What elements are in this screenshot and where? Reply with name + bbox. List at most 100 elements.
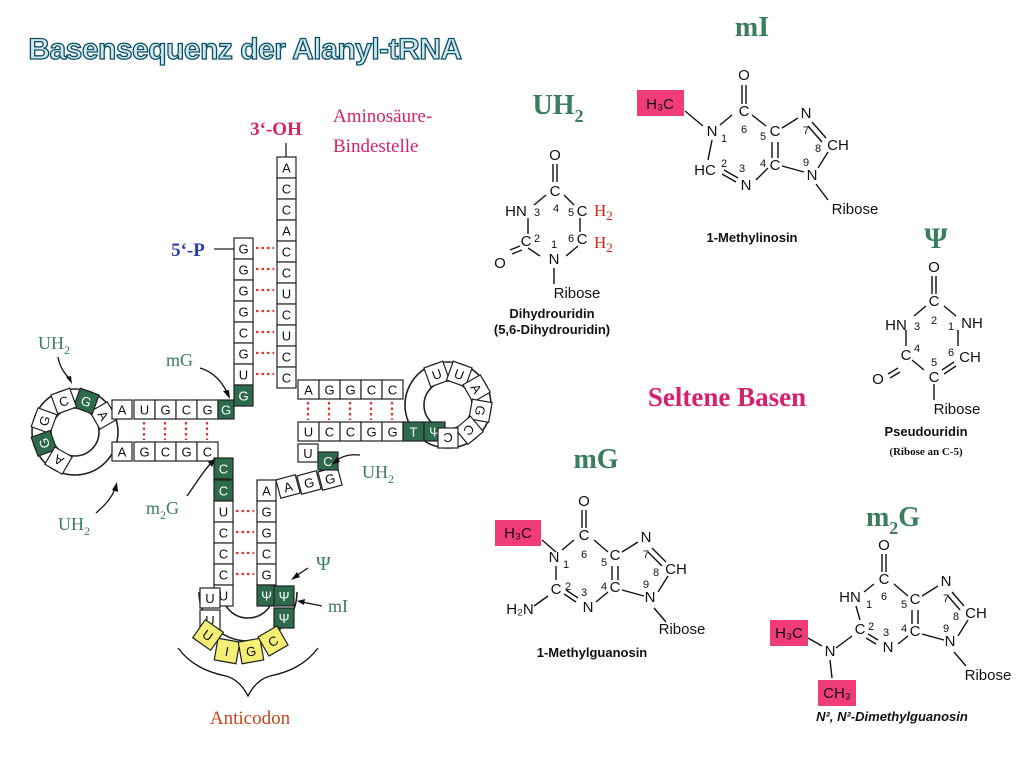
svg-text:1: 1	[866, 599, 872, 611]
nucleotide-cell: A	[111, 399, 133, 420]
methyl-box-mi	[637, 90, 684, 116]
svg-text:U: U	[282, 329, 291, 344]
nucleotide-cell: C	[360, 379, 383, 400]
svg-text:N: N	[801, 105, 812, 122]
svg-text:O: O	[878, 537, 890, 554]
nucleotide-cell: G	[233, 384, 254, 407]
svg-text:U: U	[140, 403, 149, 418]
svg-text:C: C	[203, 445, 212, 460]
label-psi-trna: Ψ	[316, 553, 331, 575]
structure-1-methylinosin: mI H₃C O C 6 N 1 HC 2 3 N C 5 C 4 N	[637, 12, 878, 245]
heading-psi: Ψ	[924, 222, 948, 255]
nucleotide-cell: C	[437, 427, 459, 449]
nucleotide-cell: C	[196, 441, 219, 462]
nucleotide-cell: U	[191, 618, 225, 652]
svg-text:A: A	[282, 224, 291, 239]
svg-text:4: 4	[914, 343, 920, 355]
caption-dihydrouridin-sub: (5,6-Dihydrouridin)	[494, 322, 610, 337]
nucleotide-cell: A	[276, 156, 297, 179]
svg-text:G: G	[245, 643, 258, 660]
nucleotide-cell: A	[297, 379, 320, 400]
svg-text:G: G	[238, 284, 248, 299]
svg-text:G: G	[323, 470, 337, 487]
nucleotide-cell: G	[196, 399, 219, 420]
svg-text:G: G	[324, 383, 334, 398]
svg-text:N: N	[549, 251, 560, 268]
nucleotide-cell: T	[402, 421, 425, 442]
svg-text:C: C	[282, 245, 291, 260]
nucleotide-cell: A	[44, 446, 73, 476]
svg-text:C: C	[346, 425, 355, 440]
slide-title: Basensequenz der Alanyl-tRNA	[28, 33, 461, 66]
svg-text:Ribose: Ribose	[659, 621, 706, 638]
svg-text:5: 5	[760, 131, 766, 143]
svg-text:U: U	[219, 589, 228, 604]
svg-text:N: N	[707, 123, 718, 140]
label-uh2-dloop-bottom: UH2	[58, 514, 90, 538]
nucleotide-cell: U	[199, 587, 221, 609]
svg-text:H₃C: H₃C	[504, 525, 532, 542]
nucleotide-cell: G	[233, 279, 254, 302]
svg-text:3: 3	[739, 163, 745, 175]
svg-text:U: U	[304, 425, 313, 440]
svg-text:H₂N: H₂N	[506, 601, 534, 618]
svg-text:3: 3	[883, 627, 889, 639]
svg-text:O: O	[872, 371, 884, 388]
svg-text:G: G	[261, 505, 271, 520]
nucleotide-cell: G	[72, 387, 100, 415]
nucleotide-cell: C	[213, 521, 234, 544]
svg-text:Ribose: Ribose	[554, 285, 601, 302]
svg-text:O: O	[578, 493, 590, 510]
svg-text:G: G	[472, 404, 489, 417]
svg-text:C: C	[610, 579, 621, 596]
nucleotide-cell: G	[233, 300, 254, 323]
methyl-box-mg	[495, 520, 541, 546]
svg-text:U: U	[239, 368, 248, 383]
svg-text:U: U	[219, 505, 228, 520]
svg-text:N: N	[645, 589, 656, 606]
heading-mi: mI	[735, 12, 769, 43]
label-mg-trna: mG	[166, 350, 193, 370]
svg-text:1: 1	[948, 321, 954, 333]
svg-text:H₃C: H₃C	[646, 96, 674, 113]
svg-text:U: U	[303, 446, 312, 461]
nucleotide-cell: C	[213, 542, 234, 565]
svg-text:G: G	[238, 347, 248, 362]
svg-text:HN: HN	[839, 589, 861, 606]
svg-text:N: N	[641, 529, 652, 546]
nucleotide-cell: C	[256, 542, 277, 565]
nucleotide-cell: C	[318, 421, 341, 442]
nucleotide-cell: G	[233, 342, 254, 365]
nucleotide-cell: G	[381, 421, 404, 442]
nucleotide-cell: G	[154, 399, 177, 420]
caption-1-methylinosin: 1-Methylinosin	[706, 230, 797, 245]
nucleotide-cell: U	[276, 282, 297, 305]
svg-text:7: 7	[803, 125, 809, 137]
label-uh2-tloop: UH2	[362, 462, 394, 486]
svg-text:7: 7	[943, 593, 949, 605]
three-prime-end-label: 3‘-OH	[250, 119, 302, 140]
nucleotide-cell: G	[217, 399, 235, 420]
nucleotide-cell: C	[276, 261, 297, 284]
svg-text:G: G	[238, 305, 248, 320]
svg-text:C: C	[325, 425, 334, 440]
d-loop	[31, 388, 119, 476]
svg-text:CH: CH	[827, 137, 849, 154]
svg-text:5: 5	[901, 599, 907, 611]
methyl-box-m2g-bottom	[818, 680, 856, 706]
label-mi-trna: mI	[328, 596, 348, 616]
svg-text:G: G	[366, 425, 376, 440]
svg-text:8: 8	[815, 143, 821, 155]
nucleotide-cell: C	[276, 198, 297, 221]
svg-text:A: A	[118, 445, 127, 460]
nucleotide-cell: C	[213, 457, 234, 480]
nucleotide-cell: G	[296, 470, 322, 495]
svg-text:2: 2	[721, 158, 727, 170]
svg-text:C: C	[929, 369, 940, 386]
nucleotide-cell: G	[256, 521, 277, 544]
nucleotide-cell: C	[276, 240, 297, 263]
nucleotide-cell: C	[154, 441, 177, 462]
svg-text:C: C	[182, 403, 191, 418]
